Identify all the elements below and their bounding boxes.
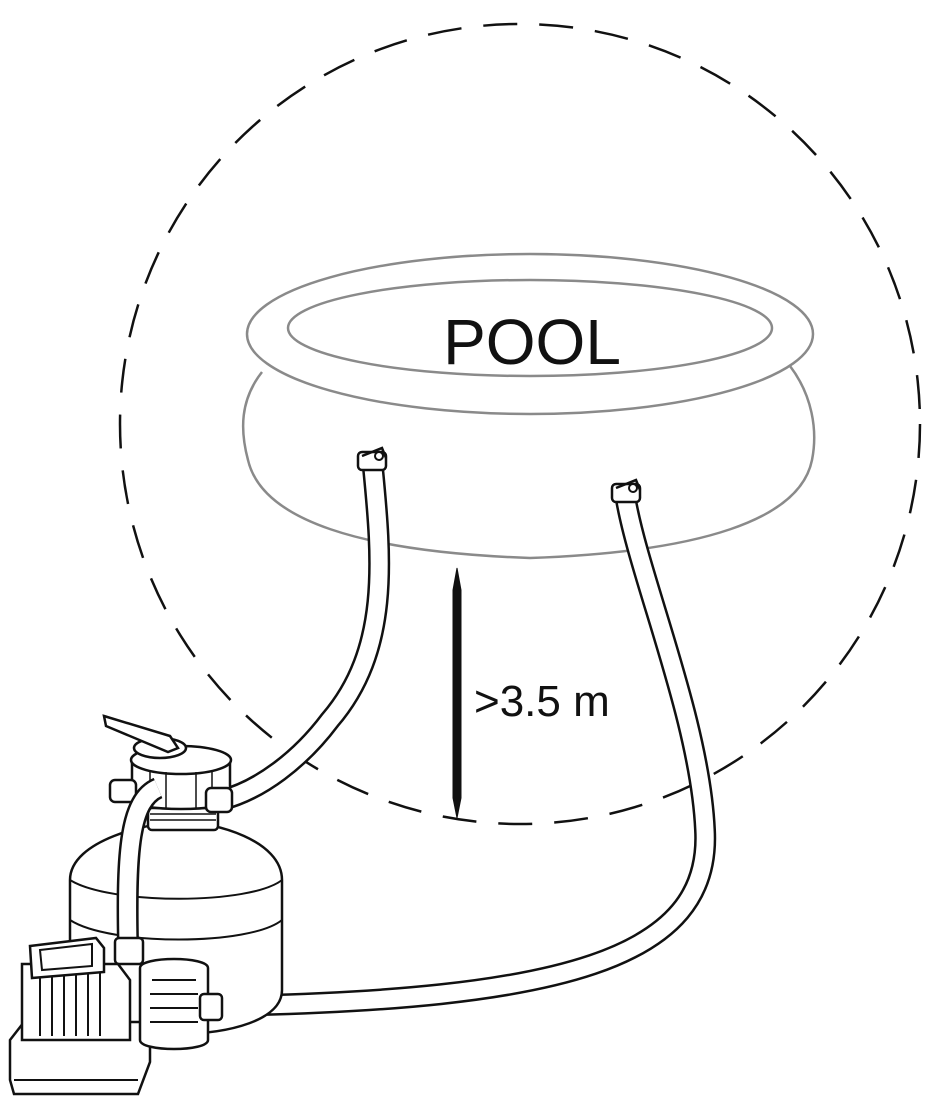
distance-arrow (452, 567, 462, 819)
suction-hose (218, 466, 391, 811)
pool-ring-inner (286, 278, 774, 378)
valve-icon (102, 714, 234, 814)
pump-icon (8, 936, 224, 1096)
return-hose (219, 498, 717, 1017)
pool: POOL (241, 252, 816, 560)
hose-clamp-icon (610, 478, 642, 504)
connector-hose (113, 777, 164, 966)
distance-label: >3.5 m (474, 677, 610, 726)
safety-zone-circle (118, 22, 922, 826)
pool-label: POOL (443, 306, 621, 378)
distance-indicator: >3.5 m (452, 567, 610, 819)
hose-clamp-icon (356, 446, 388, 472)
